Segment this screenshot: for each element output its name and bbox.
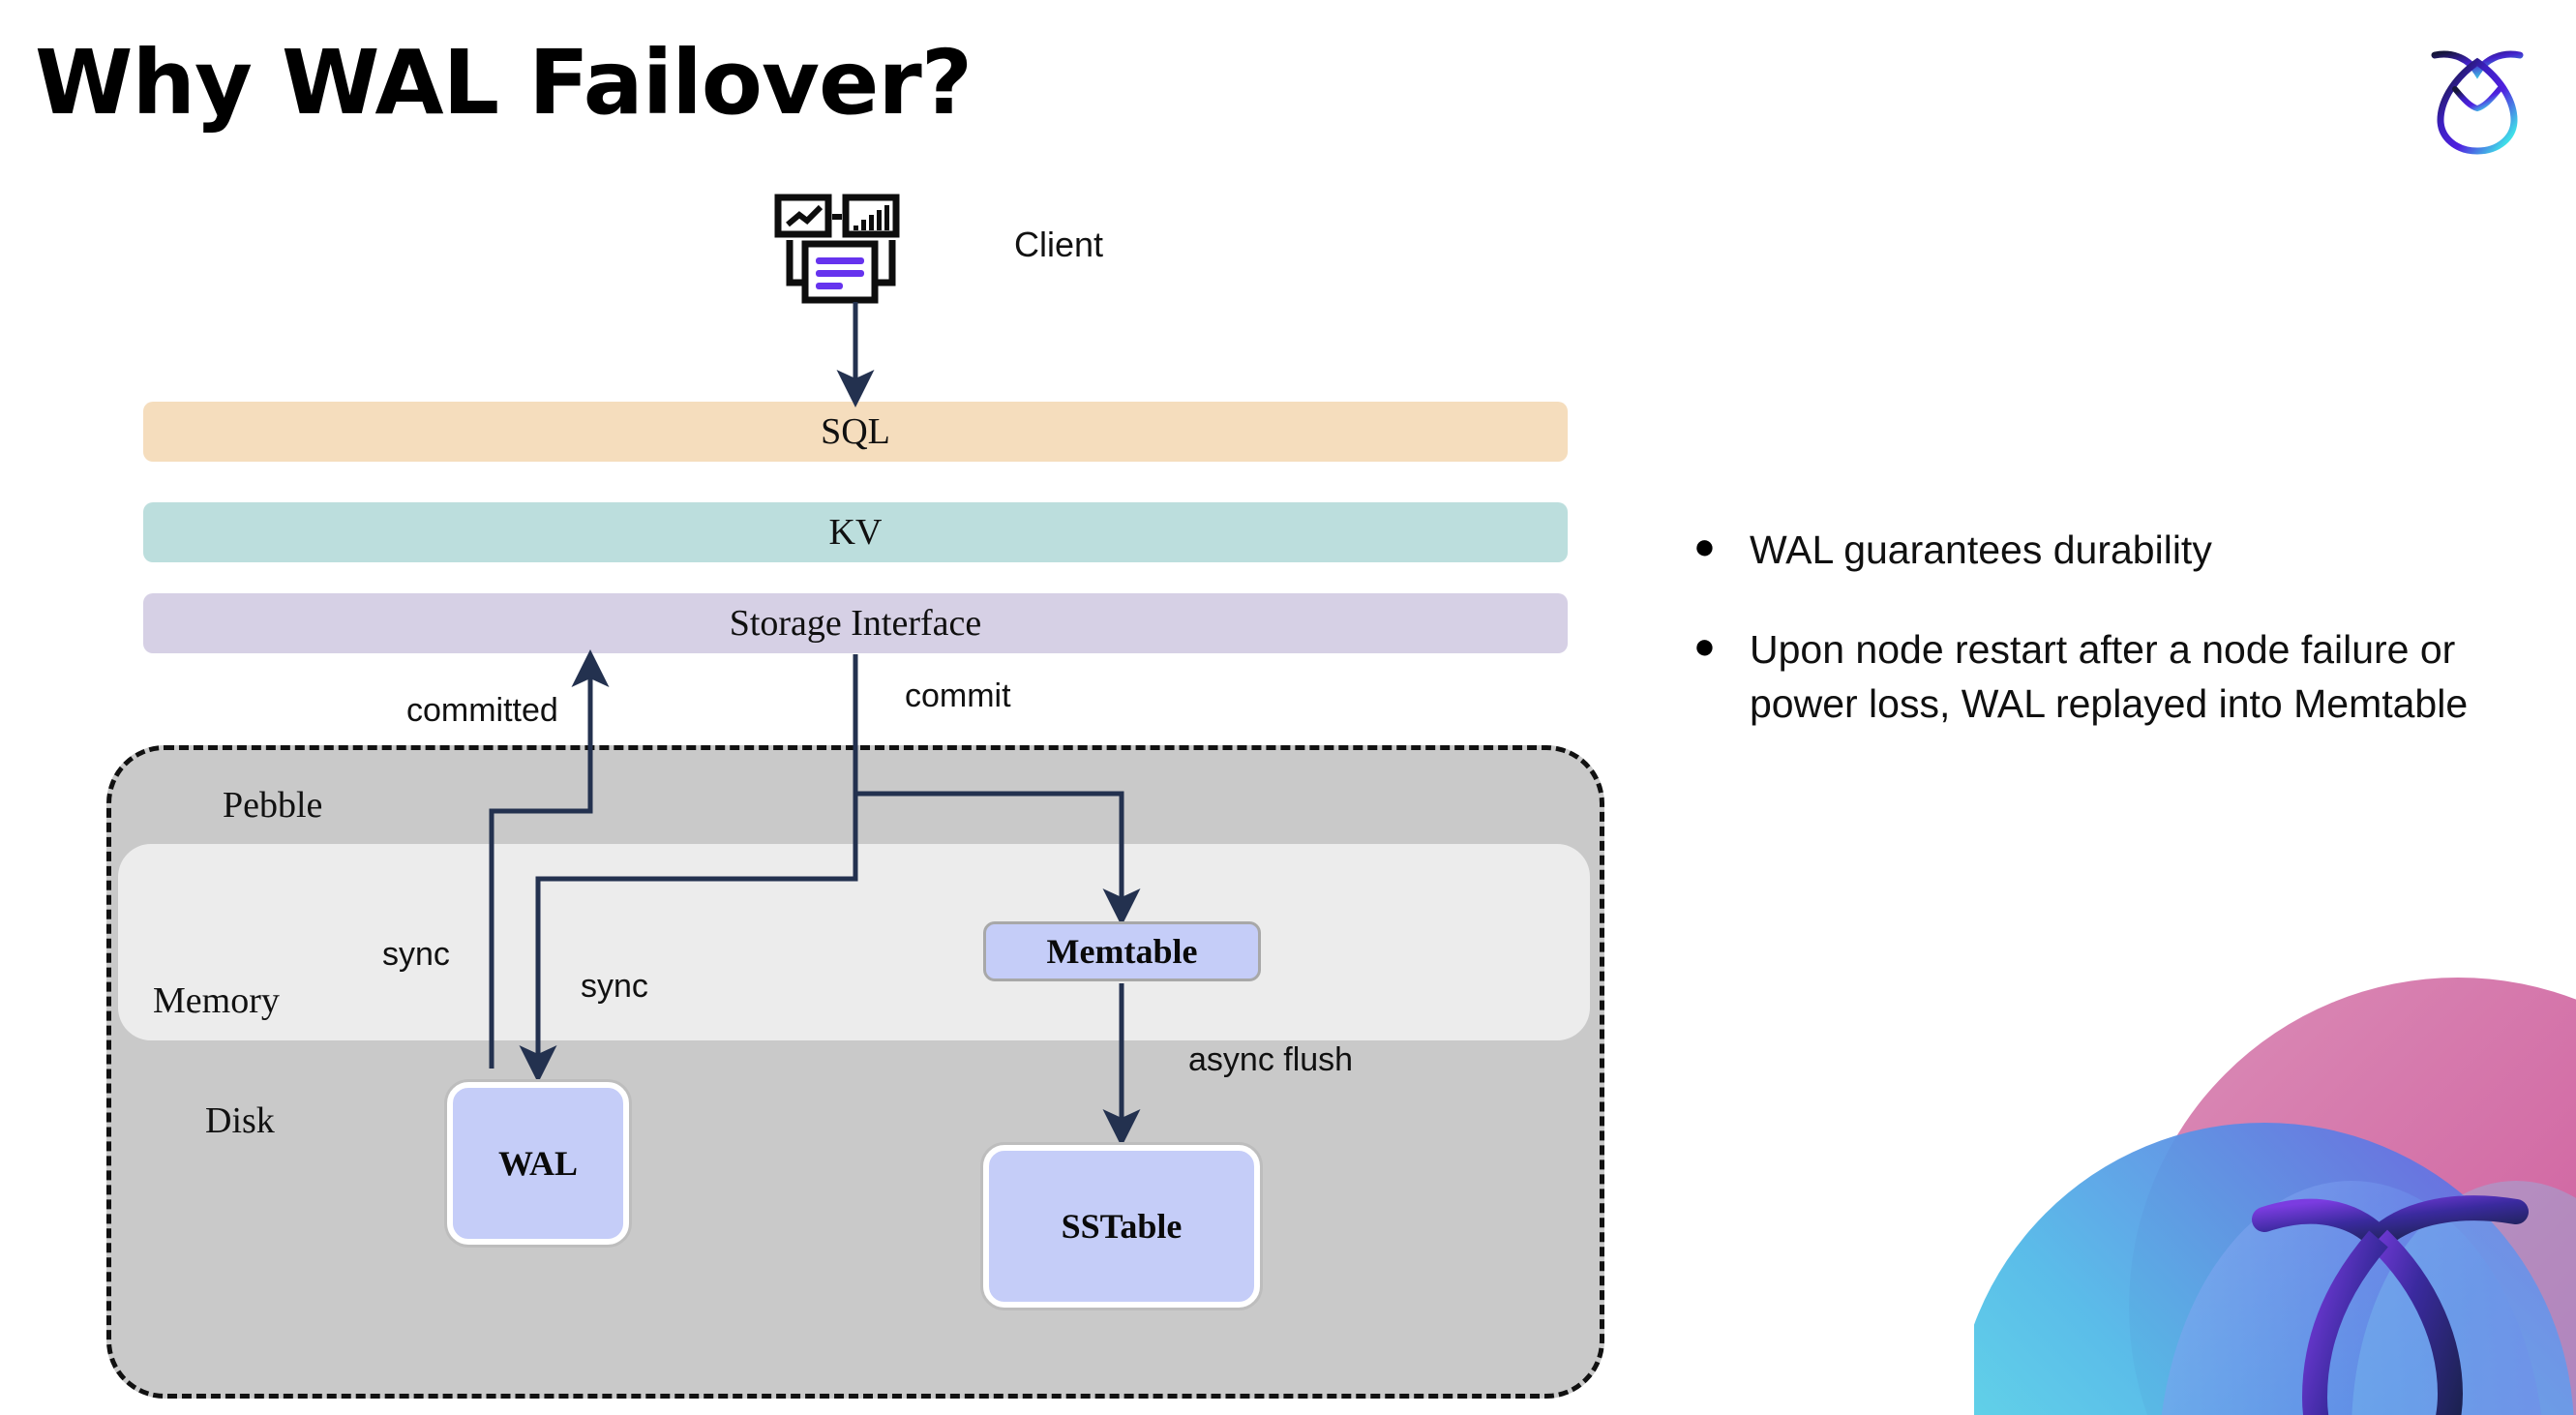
edge-label-committed: committed	[406, 692, 558, 729]
list-item: ● WAL guarantees durability	[1693, 523, 2526, 578]
diagram-edges	[489, 302, 1141, 1147]
client-label: Client	[1014, 225, 1104, 264]
layer-bar-kv: KV	[143, 502, 1568, 562]
bullet-text: Upon node restart after a node failure o…	[1750, 626, 2469, 727]
edge-label-sync-a: sync	[382, 936, 450, 973]
node-memtable: Memtable	[983, 921, 1261, 981]
memory-label: Memory	[153, 980, 280, 1021]
edge-label-sync-b: sync	[581, 968, 648, 1005]
bullet-list: ● WAL guarantees durability ● Upon node …	[1693, 523, 2526, 776]
bullet-marker-icon: ●	[1693, 625, 1716, 667]
edge-label-commit: commit	[905, 677, 1011, 714]
disk-label: Disk	[205, 1100, 275, 1141]
decorative-circles-artwork	[1974, 978, 2576, 1415]
layer-bar-storage: Storage Interface	[143, 593, 1568, 653]
bullet-text: WAL guarantees durability	[1750, 527, 2212, 572]
pebble-label: Pebble	[223, 785, 323, 826]
layer-bar-sql: SQL	[143, 402, 1568, 462]
cockroach-logo	[2431, 50, 2524, 155]
list-item: ● Upon node restart after a node failure…	[1693, 622, 2526, 732]
node-wal: WAL	[447, 1082, 629, 1245]
edge-label-async-flush: async flush	[1188, 1041, 1354, 1078]
bullet-marker-icon: ●	[1693, 527, 1716, 567]
page-title: Why WAL Failover?	[35, 31, 973, 135]
node-sstable: SSTable	[983, 1145, 1260, 1308]
client-dashboard-icon	[774, 194, 900, 304]
